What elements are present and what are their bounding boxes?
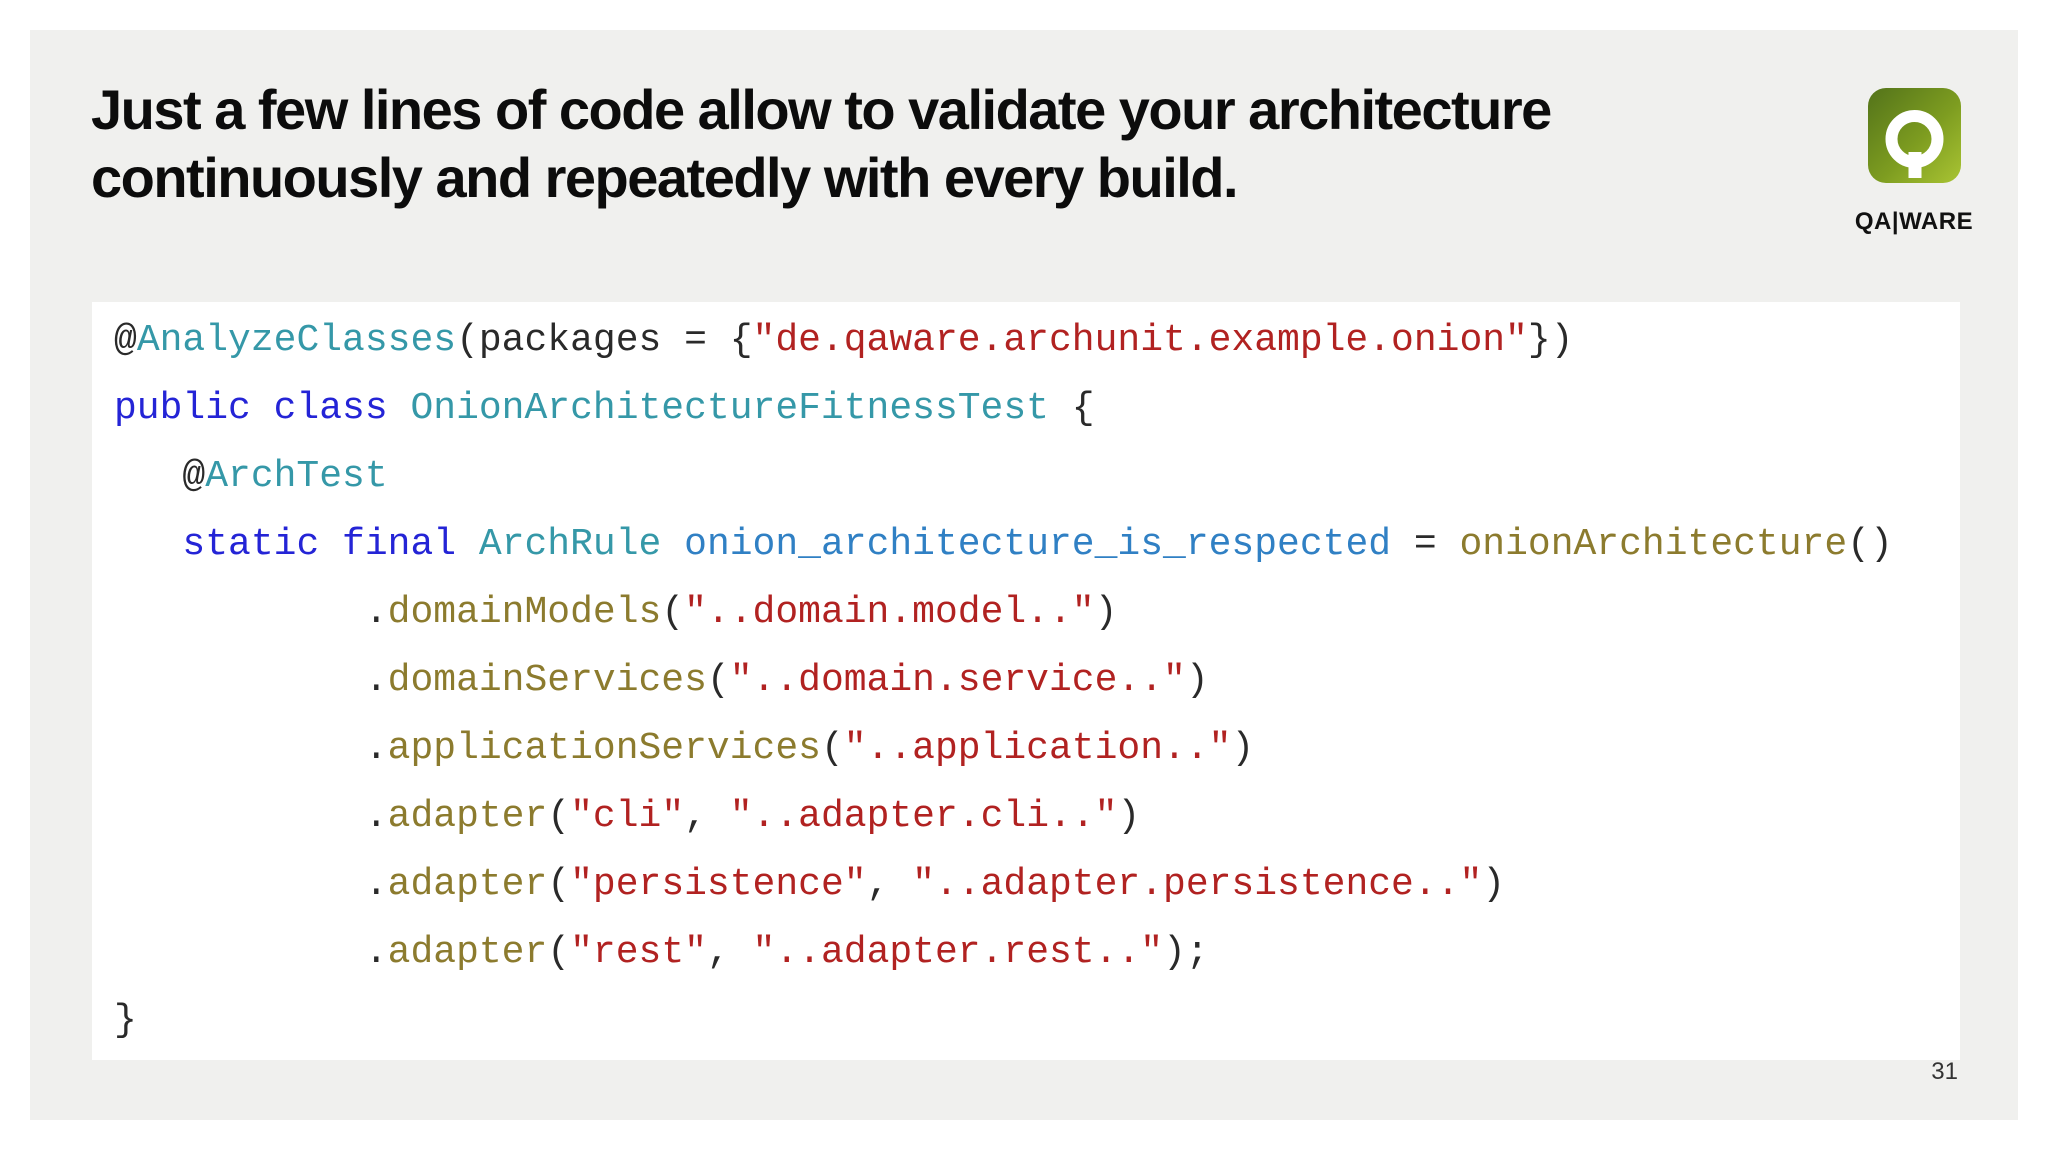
code-block: @AnalyzeClasses(packages = {"de.qaware.a… bbox=[92, 302, 1960, 1060]
title-line-1: Just a few lines of code allow to valida… bbox=[91, 78, 1552, 141]
code-line: .adapter("persistence", "..adapter.persi… bbox=[114, 863, 1506, 906]
q-magnifier-icon bbox=[1885, 110, 1943, 178]
code-line: static final ArchRule onion_architecture… bbox=[182, 523, 1893, 566]
code-line: .domainModels("..domain.model..") bbox=[114, 591, 1118, 634]
qaware-logo: QA|WARE bbox=[1843, 88, 1985, 236]
code-line: .adapter("rest", "..adapter.rest.."); bbox=[114, 931, 1209, 974]
code-line: @AnalyzeClasses(packages = {"de.qaware.a… bbox=[114, 319, 1574, 362]
code-line: .domainServices("..domain.service..") bbox=[114, 659, 1209, 702]
slide-title: Just a few lines of code allow to valida… bbox=[91, 76, 1851, 212]
page-number: 31 bbox=[1931, 1058, 1958, 1085]
code-line: } bbox=[114, 999, 137, 1042]
qaware-logo-tile bbox=[1867, 88, 1961, 183]
title-line-2: continuously and repeatedly with every b… bbox=[91, 146, 1239, 209]
qaware-brand-text: QA|WARE bbox=[1854, 208, 1974, 235]
code-line: .applicationServices("..application..") bbox=[114, 727, 1255, 770]
slide: Just a few lines of code allow to valida… bbox=[30, 30, 2018, 1120]
code-line: @ArchTest bbox=[114, 455, 388, 498]
code-line: .adapter("cli", "..adapter.cli..") bbox=[114, 795, 1141, 838]
code-line: public class OnionArchitectureFitnessTes… bbox=[114, 387, 1095, 430]
